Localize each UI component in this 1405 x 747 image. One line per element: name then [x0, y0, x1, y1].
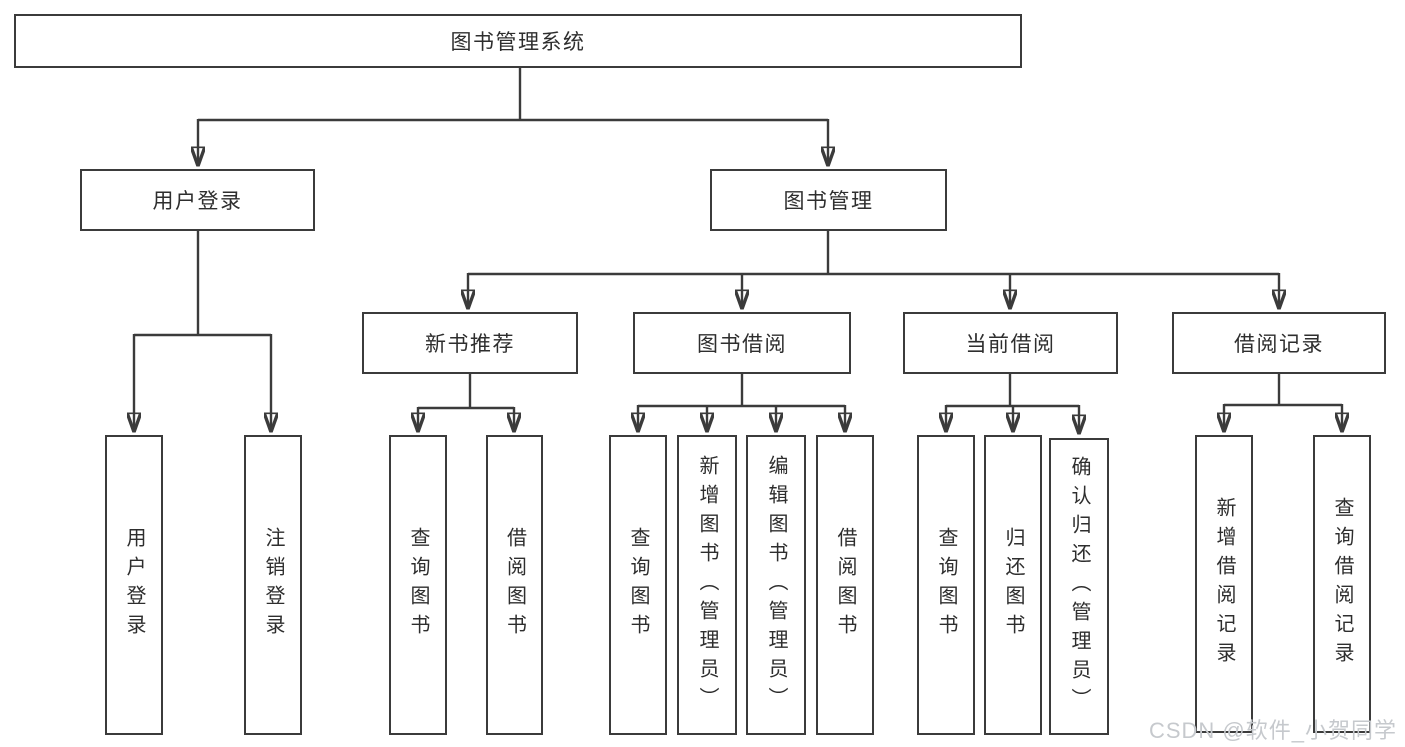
node-current-borrowing: 当前借阅 [903, 312, 1118, 374]
leaf-user-login: 用户登录 [105, 435, 163, 735]
leaf-borrowing-borrow-books: 借阅图书 [816, 435, 874, 735]
leaf-newbook-borrow-books: 借阅图书 [486, 435, 543, 735]
csdn-watermark: CSDN @软件_小贺同学 [1148, 718, 1397, 743]
leaf-current-confirm-return-admin: 确认归还（管理员） [1049, 438, 1109, 735]
leaf-logout: 注销登录 [244, 435, 302, 735]
node-library-management-system: 图书管理系统 [14, 14, 1022, 68]
node-book-borrowing: 图书借阅 [633, 312, 851, 374]
leaf-borrowing-query-books: 查询图书 [609, 435, 667, 735]
leaf-current-return-books: 归还图书 [984, 435, 1042, 735]
node-user-login: 用户登录 [80, 169, 315, 231]
node-new-book-recommendation: 新书推荐 [362, 312, 578, 374]
leaf-current-query-books: 查询图书 [917, 435, 975, 735]
leaf-records-add-borrow-record: 新增借阅记录 [1195, 435, 1253, 733]
leaf-borrowing-edit-books-admin: 编辑图书（管理员） [746, 435, 806, 735]
node-book-management: 图书管理 [710, 169, 947, 231]
leaf-newbook-query-books: 查询图书 [389, 435, 447, 735]
leaf-records-query-borrow-record: 查询借阅记录 [1313, 435, 1371, 733]
node-borrowing-records: 借阅记录 [1172, 312, 1386, 374]
leaf-borrowing-add-books-admin: 新增图书（管理员） [677, 435, 737, 735]
